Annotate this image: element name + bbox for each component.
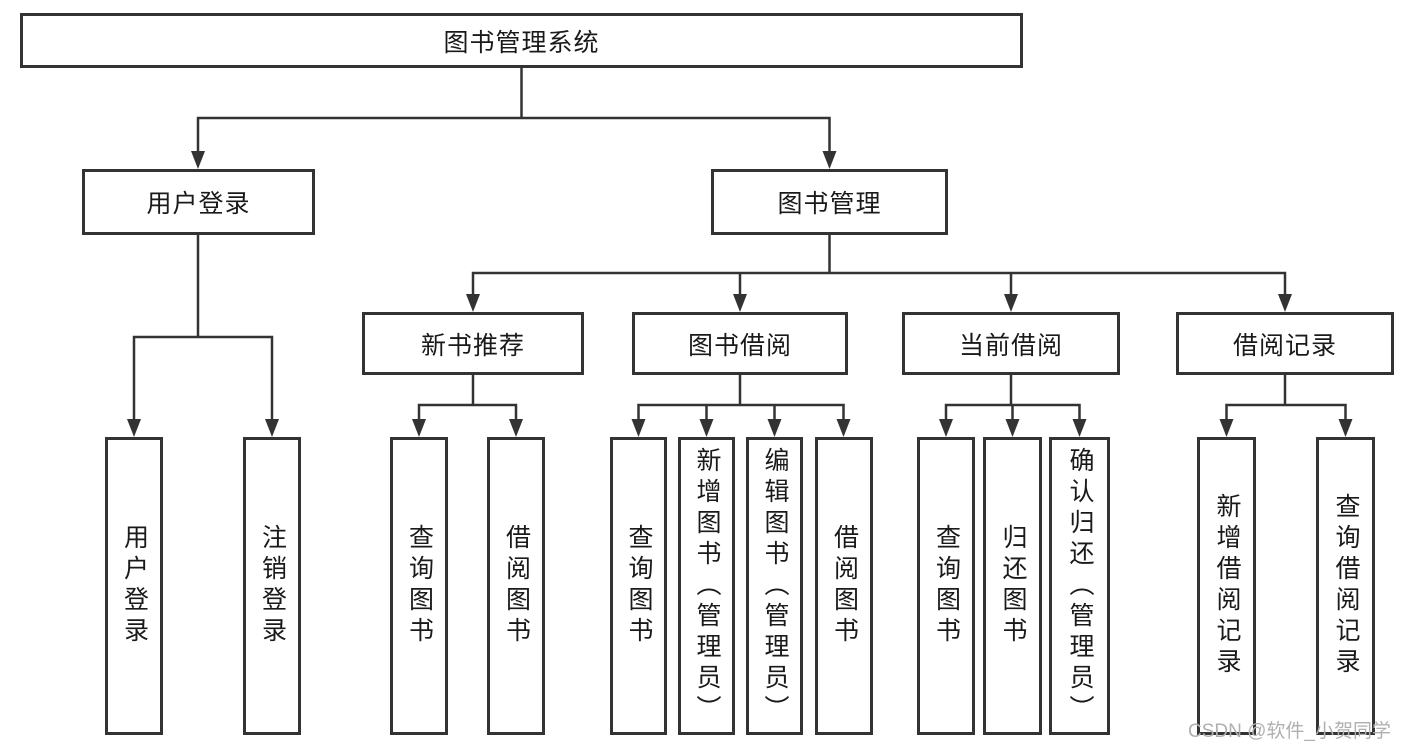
leaf-add-books-admin: 新增图书（管理员） [678,437,735,735]
leaf-edit-books-admin: 编辑图书（管理员） [746,437,803,735]
leaf-query-books-borrowing-label: 查询图书 [625,524,653,648]
leaf-query-books-recommend: 查询图书 [390,437,448,735]
leaf-logout: 注销登录 [243,437,301,735]
node-book-borrowing-label: 图书借阅 [687,331,792,360]
node-book-management: 图书管理 [711,169,948,235]
leaf-confirm-return-admin-label: 确认归还（管理员） [1066,446,1094,726]
leaf-user-login-label: 用户登录 [120,524,149,648]
leaf-logout-label: 注销登录 [258,524,287,648]
leaf-return-books-label: 归还图书 [999,524,1027,648]
leaf-query-books-recommend-label: 查询图书 [405,524,434,648]
leaf-add-borrow-record-label: 新增借阅记录 [1213,493,1241,679]
csdn-watermark: CSDN @软件_小贺同学 [1188,721,1391,742]
node-book-borrowing: 图书借阅 [632,312,848,375]
node-new-book-recommend: 新书推荐 [362,312,584,375]
node-current-borrowing: 当前借阅 [902,312,1120,375]
leaf-add-borrow-record: 新增借阅记录 [1197,437,1256,735]
leaf-query-borrow-record: 查询借阅记录 [1316,437,1375,735]
node-borrowing-records-label: 借阅记录 [1232,331,1337,360]
leaf-borrow-books-recommend-label: 借阅图书 [502,524,531,648]
leaf-user-login: 用户登录 [105,437,163,735]
node-book-management-label: 图书管理 [777,190,882,218]
leaf-edit-books-admin-label: 编辑图书（管理员） [761,446,789,726]
leaf-return-books: 归还图书 [983,437,1042,735]
leaf-query-books-current: 查询图书 [917,437,975,735]
leaf-query-borrow-record-label: 查询借阅记录 [1332,493,1360,679]
node-new-book-recommend-label: 新书推荐 [420,331,525,360]
node-user-login-label: 用户登录 [146,190,251,218]
leaf-borrow-books: 借阅图书 [815,437,873,735]
node-borrowing-records: 借阅记录 [1176,312,1394,375]
leaf-query-books-borrowing: 查询图书 [610,437,667,735]
leaf-add-books-admin-label: 新增图书（管理员） [693,446,721,726]
leaf-query-books-current-label: 查询图书 [932,524,961,648]
leaf-confirm-return-admin: 确认归还（管理员） [1049,437,1110,735]
node-user-login: 用户登录 [82,169,315,235]
node-current-borrowing-label: 当前借阅 [958,331,1063,360]
leaf-borrow-books-label: 借阅图书 [830,524,859,648]
leaf-borrow-books-recommend: 借阅图书 [487,437,545,735]
node-root: 图书管理系统 [20,13,1023,68]
node-root-label: 图书管理系统 [443,28,600,57]
